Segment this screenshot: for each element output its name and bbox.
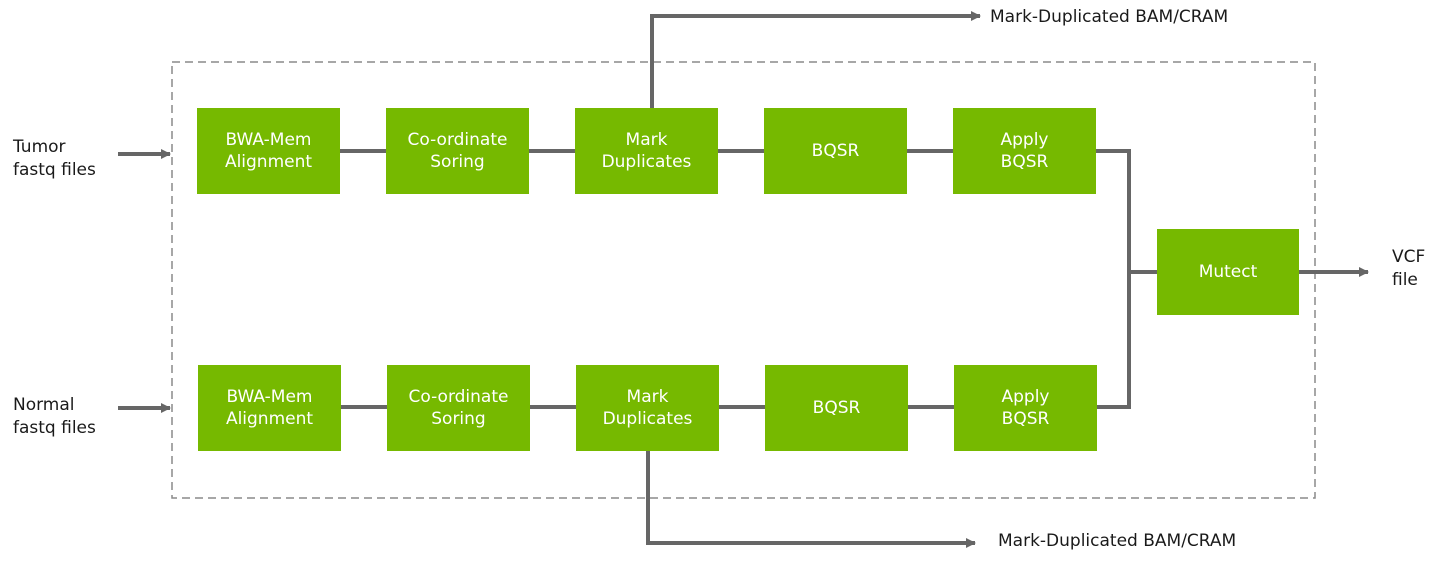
tumor-bwa-mem-alignment-box: BWA-Mem Alignment bbox=[197, 108, 340, 194]
tumor-to-mutect-connector bbox=[1096, 149, 1157, 274]
mutect-box: Mutect bbox=[1157, 229, 1299, 315]
normal-coordinate-sorting-box: Co-ordinate Soring bbox=[387, 365, 530, 451]
top-bam-output-arrow bbox=[650, 11, 981, 108]
normal-input-label: Normal fastq files bbox=[13, 395, 96, 438]
vcf-output-label: VCF file bbox=[1392, 247, 1426, 290]
tumor-apply-bqsr-box: Apply BQSR bbox=[953, 108, 1096, 194]
tumor-coordinate-sorting-box: Co-ordinate Soring bbox=[386, 108, 529, 194]
normal-apply-bqsr-box: Apply BQSR bbox=[954, 365, 1097, 451]
normal-to-mutect-connector bbox=[1097, 272, 1131, 409]
bottom-bam-output-arrow bbox=[646, 451, 976, 548]
normal-bwa-mem-alignment-box: BWA-Mem Alignment bbox=[198, 365, 341, 451]
tumor-mark-duplicates-box: Mark Duplicates bbox=[575, 108, 718, 194]
bottom-bam-output-label: Mark-Duplicated BAM/CRAM bbox=[998, 531, 1237, 551]
tumor-bqsr-box: BQSR bbox=[764, 108, 907, 194]
normal-mark-duplicates-box: Mark Duplicates bbox=[576, 365, 719, 451]
top-bam-output-label: Mark-Duplicated BAM/CRAM bbox=[990, 7, 1229, 27]
normal-bqsr-box: BQSR bbox=[765, 365, 908, 451]
pipeline-frame bbox=[171, 61, 1316, 499]
tumor-input-label: Tumor fastq files bbox=[13, 137, 96, 180]
